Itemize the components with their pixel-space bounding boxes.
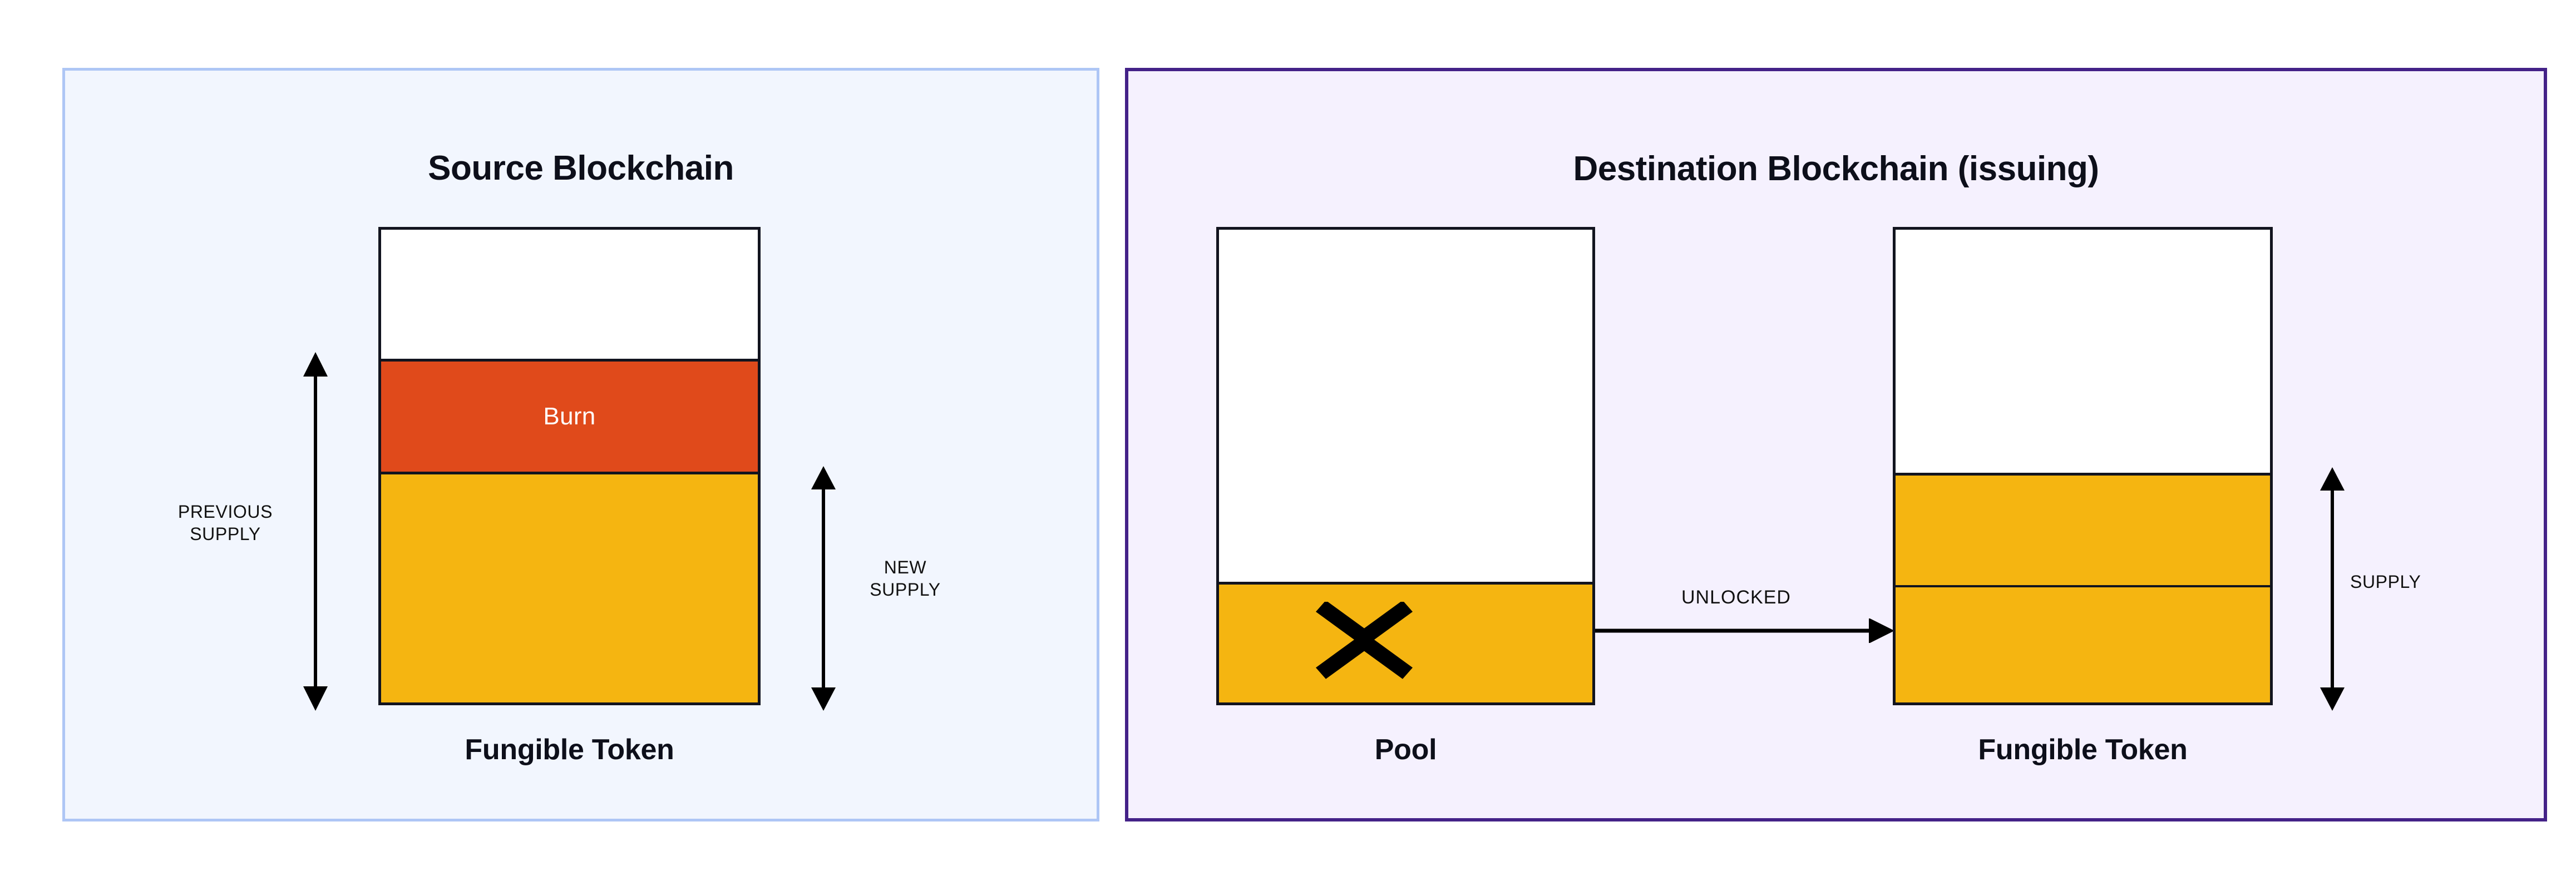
- new-supply-measure-arrow: [811, 466, 836, 711]
- new-supply-label: NEW SUPPLY: [870, 557, 941, 600]
- pool-segment-locked-remaining: [1219, 581, 1592, 702]
- destination-segment-newly-issued: [1896, 472, 2270, 586]
- destination-fungible-token-caption: Fungible Token: [1978, 734, 2188, 766]
- destination-segment-empty-headroom: [1896, 229, 2270, 473]
- unlocked-flow-arrow: [1595, 618, 1894, 643]
- supply-measure-arrow: [2320, 467, 2345, 711]
- destination-segment-existing-supply: [1896, 585, 2270, 702]
- burn-label: Burn: [543, 403, 596, 430]
- previous-supply-label: PREVIOUS SUPPLY: [177, 502, 273, 544]
- source-segment-burn: Burn: [381, 359, 758, 472]
- destination-fungible-token-box: [1893, 227, 2273, 705]
- x-mark-icon: [1219, 601, 1592, 685]
- source-panel-title: Source Blockchain: [428, 149, 734, 187]
- unlocked-label: UNLOCKED: [1681, 587, 1791, 608]
- source-segment-remaining-supply: [381, 471, 758, 702]
- source-fungible-token-caption: Fungible Token: [465, 734, 674, 766]
- pool-segment-empty-headroom: [1219, 230, 1592, 582]
- source-fungible-token-box: Burn: [378, 227, 761, 705]
- destination-panel-title: Destination Blockchain (issuing): [1573, 150, 2099, 188]
- pool-caption: Pool: [1374, 734, 1437, 766]
- previous-supply-measure-arrow: [303, 352, 328, 711]
- pool-box: [1216, 227, 1595, 705]
- supply-label: SUPPLY: [2350, 572, 2421, 592]
- source-segment-empty-headroom: [381, 230, 758, 359]
